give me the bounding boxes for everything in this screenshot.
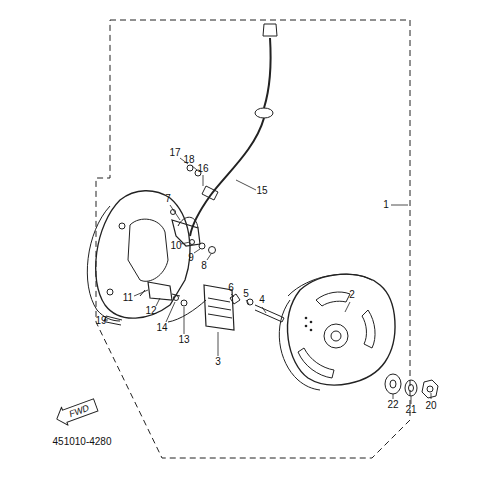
callout-number: 11 xyxy=(123,293,133,303)
callout-number: 4 xyxy=(259,295,265,305)
grommet xyxy=(255,108,273,118)
callout-number: 17 xyxy=(169,148,180,158)
callout-number: 7 xyxy=(165,194,171,204)
callout-number: 19 xyxy=(95,316,106,326)
callout-number: 10 xyxy=(170,241,181,251)
screw-set xyxy=(104,165,284,325)
wire-clamp xyxy=(202,186,218,200)
plate-cutout xyxy=(128,219,168,281)
callout-number: 21 xyxy=(405,405,416,415)
callout-number: 3 xyxy=(215,357,221,367)
callout-number: 2 xyxy=(349,290,355,300)
callout-number: 13 xyxy=(178,335,189,345)
callout-number: 22 xyxy=(387,400,398,410)
callout-number: 1 xyxy=(383,200,389,210)
flywheel-rotor xyxy=(288,274,395,385)
timing-marks xyxy=(305,317,313,332)
flywheel-rim xyxy=(279,274,372,390)
flywheel-hub xyxy=(324,324,348,348)
breaker-arm xyxy=(178,217,198,228)
nut-hole xyxy=(427,386,433,392)
callout-number: 14 xyxy=(156,323,167,333)
callout-number: 8 xyxy=(201,261,207,271)
callout-number: 15 xyxy=(256,186,267,196)
leader-lines xyxy=(104,158,431,404)
coil-core xyxy=(208,298,232,318)
coil-wire xyxy=(168,300,206,322)
plate-hole xyxy=(107,289,113,295)
callout-number: 20 xyxy=(425,401,436,411)
callout-number: 18 xyxy=(183,155,194,165)
wire-lead xyxy=(190,38,271,236)
plate-hole xyxy=(119,223,125,229)
callout-number: 6 xyxy=(228,283,234,293)
washer xyxy=(385,374,401,394)
callout-number: 9 xyxy=(188,253,194,263)
nut xyxy=(422,380,438,398)
assembly-boundary xyxy=(96,20,410,458)
stator-plate xyxy=(96,191,190,318)
flywheel-slot xyxy=(316,292,350,306)
callout-number: 12 xyxy=(145,306,156,316)
flywheel-bore xyxy=(331,331,341,341)
connector-plug xyxy=(263,24,277,36)
drawing-number: 451010-4280 xyxy=(53,437,112,447)
forward-arrow: FWD xyxy=(53,395,100,428)
condenser xyxy=(148,282,172,300)
flywheel-slot xyxy=(298,348,334,378)
flywheel-slot xyxy=(362,310,375,348)
washer-hole xyxy=(390,380,396,388)
stator-plate-edge xyxy=(87,206,120,321)
callout-number: 16 xyxy=(197,164,208,174)
spring-washer-hole xyxy=(409,385,414,392)
spring-washer xyxy=(405,380,417,396)
callout-number: 5 xyxy=(243,289,249,299)
